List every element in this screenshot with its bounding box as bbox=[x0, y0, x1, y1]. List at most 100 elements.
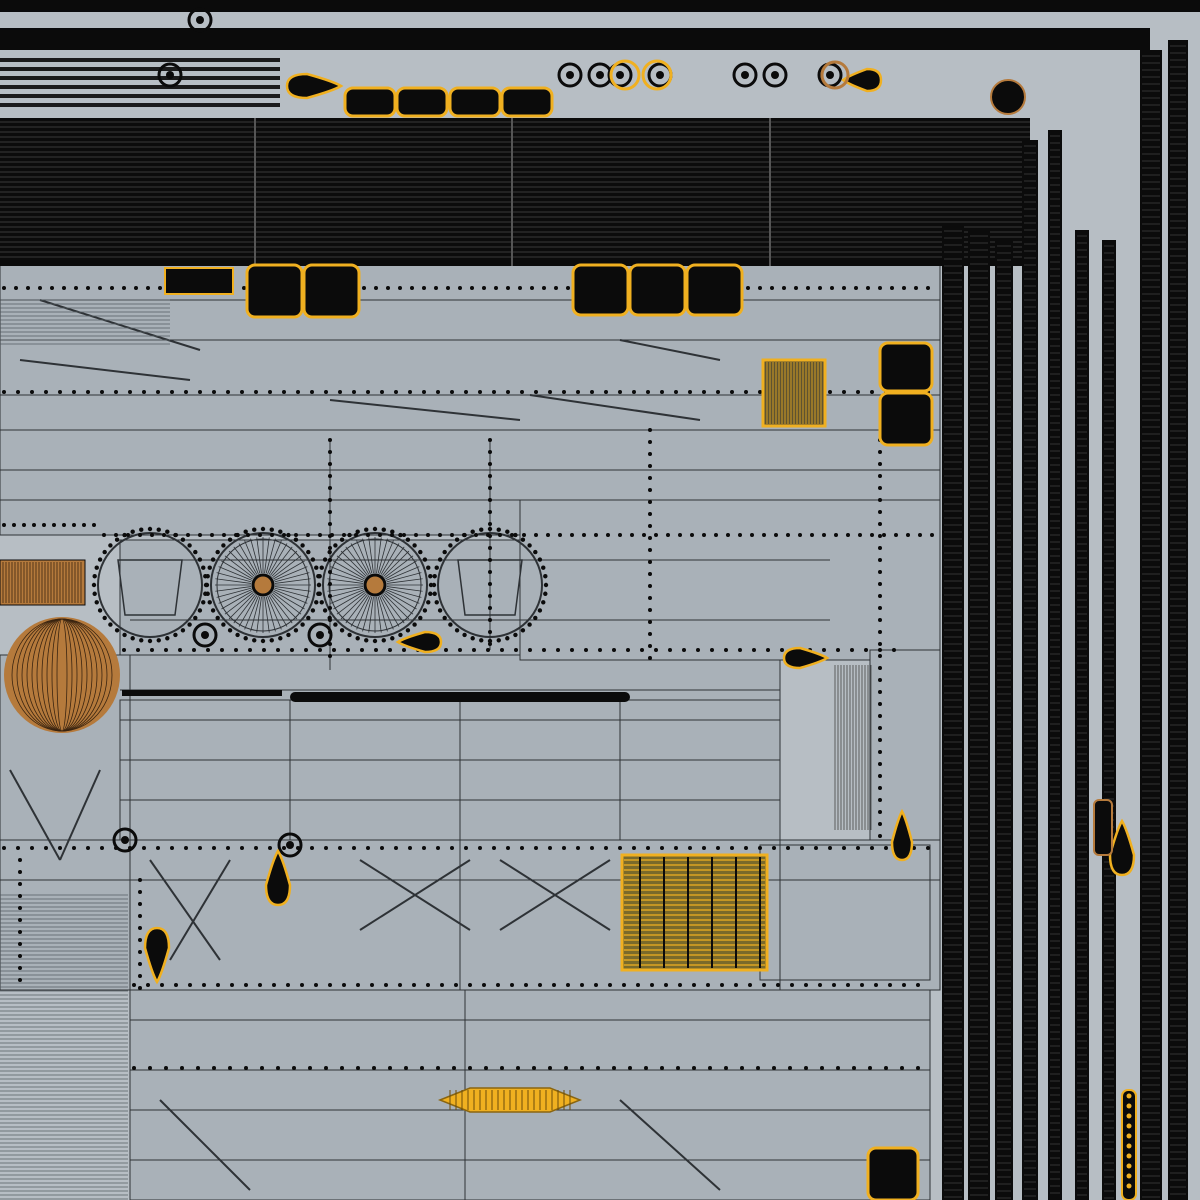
rivet bbox=[878, 570, 882, 574]
fan-rivet bbox=[221, 543, 226, 548]
rivet bbox=[488, 486, 492, 490]
rivet bbox=[902, 286, 906, 290]
fan-rivet bbox=[322, 557, 328, 562]
rivet bbox=[878, 822, 882, 826]
rivet bbox=[538, 983, 542, 987]
fan-spoke bbox=[328, 587, 364, 598]
rivet bbox=[878, 666, 882, 670]
fan-rivet bbox=[398, 632, 403, 638]
rivet bbox=[38, 286, 42, 290]
vent-rivet bbox=[496, 527, 501, 532]
rivet bbox=[730, 390, 734, 394]
fan-rivet bbox=[364, 527, 369, 532]
fan-spoke bbox=[224, 591, 254, 615]
rivet bbox=[916, 983, 920, 987]
vent-rivet bbox=[454, 628, 460, 633]
vent-rivet bbox=[122, 632, 127, 638]
fan-spoke bbox=[250, 538, 261, 574]
rivet bbox=[324, 1066, 328, 1070]
truss-strut bbox=[529, 394, 701, 421]
round-fitting-13 bbox=[112, 827, 138, 853]
rivet bbox=[240, 846, 244, 850]
rivet bbox=[394, 390, 398, 394]
rivet bbox=[282, 390, 286, 394]
rivet bbox=[328, 450, 332, 454]
rivet bbox=[198, 846, 202, 850]
rivet bbox=[506, 390, 510, 394]
fan-spoke bbox=[274, 587, 310, 598]
rivet bbox=[870, 390, 874, 394]
rivet bbox=[234, 533, 238, 537]
rivet bbox=[380, 846, 384, 850]
rivet bbox=[878, 702, 882, 706]
rivet bbox=[856, 390, 860, 394]
rivet bbox=[688, 390, 692, 394]
rivet bbox=[184, 390, 188, 394]
fan-rivet bbox=[412, 622, 417, 627]
rivet bbox=[780, 648, 784, 652]
vent-rivet bbox=[448, 543, 453, 548]
rivet bbox=[138, 986, 142, 990]
rivet bbox=[138, 938, 142, 942]
rivet bbox=[122, 286, 126, 290]
fan-spoke bbox=[238, 543, 258, 575]
rivet bbox=[820, 1066, 824, 1070]
rivet bbox=[556, 648, 560, 652]
rivet bbox=[878, 486, 882, 490]
fan-rivet bbox=[207, 565, 212, 570]
fan-rivet bbox=[269, 638, 274, 643]
rivet bbox=[246, 533, 250, 537]
rivet bbox=[258, 983, 262, 987]
vent-ring bbox=[97, 532, 203, 638]
rivet bbox=[270, 533, 274, 537]
rivet bbox=[878, 678, 882, 682]
rivet bbox=[488, 558, 492, 562]
tab-dot bbox=[1126, 1153, 1132, 1159]
vent-rivet bbox=[91, 582, 97, 588]
rivet bbox=[926, 286, 930, 290]
rivet bbox=[664, 983, 668, 987]
rivet bbox=[16, 390, 20, 394]
vent-rivet bbox=[187, 622, 192, 627]
tab-dot bbox=[1126, 1183, 1132, 1189]
rivet bbox=[72, 523, 76, 527]
fitting-core bbox=[121, 836, 129, 844]
rivet bbox=[328, 558, 332, 562]
rivet bbox=[86, 390, 90, 394]
rivet bbox=[142, 846, 146, 850]
rivet bbox=[692, 983, 696, 987]
vent-rivet bbox=[527, 543, 532, 548]
rivet bbox=[804, 983, 808, 987]
yellow-pad-10 bbox=[878, 391, 934, 447]
vent-rivet bbox=[432, 574, 437, 579]
fan-spoke bbox=[385, 560, 417, 580]
fan-spoke bbox=[224, 555, 254, 579]
rivet bbox=[828, 846, 832, 850]
top-rail bbox=[0, 28, 1150, 50]
rivet bbox=[890, 286, 894, 290]
fan-rivet bbox=[215, 615, 220, 621]
rivet bbox=[434, 286, 438, 290]
fan-spoke bbox=[368, 596, 374, 633]
fan-spoke bbox=[379, 595, 394, 630]
rivet bbox=[878, 594, 882, 598]
fan-spoke bbox=[233, 546, 257, 576]
rivet bbox=[160, 983, 164, 987]
fan-rivet bbox=[390, 529, 395, 534]
round-fitting-2 bbox=[557, 62, 583, 88]
vertical-strip-4 bbox=[1048, 130, 1062, 1200]
rivet bbox=[882, 533, 886, 537]
rivet bbox=[18, 918, 22, 922]
fan-spoke bbox=[267, 595, 282, 630]
fan-hub bbox=[251, 573, 275, 597]
panel-10 bbox=[759, 844, 931, 981]
rivet bbox=[488, 510, 492, 514]
rivet bbox=[408, 846, 412, 850]
rivet bbox=[622, 983, 626, 987]
rivet bbox=[836, 648, 840, 652]
rivet bbox=[772, 846, 776, 850]
panel-11 bbox=[869, 649, 941, 841]
rivet bbox=[608, 983, 612, 987]
rivet bbox=[846, 983, 850, 987]
rivet bbox=[776, 983, 780, 987]
